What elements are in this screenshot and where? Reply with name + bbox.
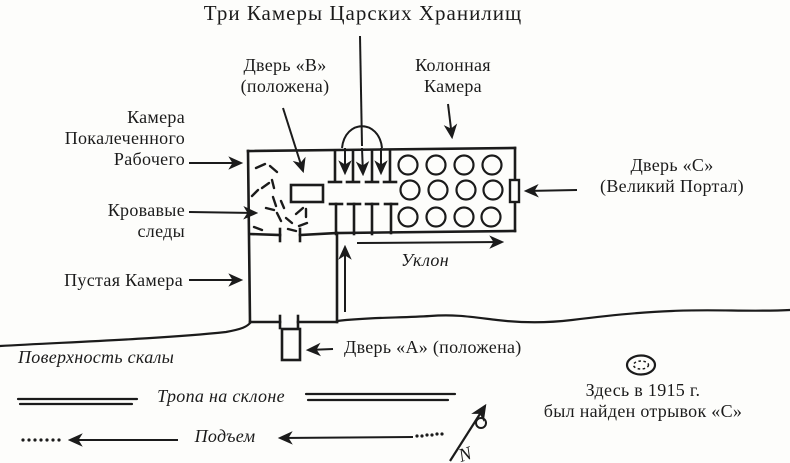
label-line: Покалеченного	[64, 128, 185, 148]
pillar	[455, 179, 477, 201]
door-c-arrow	[523, 184, 578, 198]
label-line: Дверь «C»	[630, 155, 714, 175]
fragment-found-label: Здесь в 1915 г. был найден отрывок «С»	[544, 380, 742, 422]
pillar	[453, 206, 475, 228]
fragment-site-marker	[625, 354, 657, 376]
door-b-label: Дверь «B» (положена)	[241, 55, 330, 97]
blood-trail	[250, 162, 309, 233]
ascent-dots	[21, 432, 444, 442]
slope-right-arrow	[356, 235, 505, 249]
label-line: был найден отрывок «С»	[543, 401, 743, 421]
door-a-label: Дверь «А» (положена)	[344, 337, 522, 357]
door-b-rect	[289, 183, 325, 204]
pillar	[427, 179, 449, 201]
label-line: Камера	[424, 76, 482, 96]
tomb-structure-walls	[246, 146, 517, 330]
ascent-arrow-right	[277, 431, 414, 445]
north-label: N	[455, 443, 476, 463]
label-line: Колонная	[415, 55, 491, 75]
label-line: Камера	[127, 107, 185, 127]
left-wall	[246, 149, 252, 324]
pillar	[397, 206, 419, 228]
column-chamber-arrow	[443, 103, 458, 140]
north-arrow: N	[449, 403, 487, 463]
label-line: Дверь «B»	[243, 55, 327, 75]
pillar	[425, 154, 447, 176]
title-leader-line	[359, 35, 363, 147]
chamber-arrows	[338, 35, 388, 177]
label-line: Рабочего	[113, 149, 185, 169]
door-a-arrow	[305, 342, 334, 357]
ascent-arrows	[67, 431, 414, 447]
bottom-wall-left-a	[248, 232, 282, 237]
path-on-slope-label: Тропа на склоне	[157, 386, 285, 406]
door-b-arrow	[282, 107, 306, 174]
pillar	[480, 206, 502, 228]
label-line: (положена)	[240, 76, 330, 96]
fan-arc	[341, 125, 383, 149]
maimed-worker-chamber-label: Камера Покалеченного Рабочего	[65, 107, 185, 170]
pillar	[453, 154, 475, 176]
rock-surface-line	[0, 308, 790, 348]
north-arrow-loop	[475, 417, 487, 429]
pillar	[397, 154, 419, 176]
north-arrow-line	[449, 403, 487, 462]
bottom-wall-left-b	[298, 231, 339, 237]
label-line: Здесь в 1915 г.	[585, 380, 701, 400]
chamber-arrow	[355, 147, 370, 177]
leader-arrows	[188, 103, 578, 357]
bloody-traces-label: Кровавые следы	[108, 200, 185, 242]
label-line: (Великий Портал)	[600, 176, 744, 196]
column-pillar-grid	[397, 154, 504, 228]
rock-surface-label: Поверхность скалы	[18, 347, 175, 367]
pillar	[399, 179, 421, 201]
slope-arrows	[338, 235, 505, 312]
storeroom-dividers	[327, 148, 399, 236]
diagram-title: Три Камеры Царских Хранилищ	[203, 1, 523, 25]
door-a-rect	[280, 327, 302, 362]
pillar	[425, 206, 447, 228]
slope-label: Уклон	[401, 250, 449, 270]
empty-chamber-label: Пустая Камера	[64, 270, 183, 290]
door-c-rect	[508, 178, 521, 204]
column-chamber-label: Колонная Камера	[415, 55, 491, 97]
label-line: следы	[137, 221, 185, 241]
bloody-traces-arrow	[188, 206, 259, 220]
door-c-label: Дверь «C» (Великий Портал)	[600, 155, 744, 197]
label-line: Кровавые	[107, 200, 185, 220]
pillar	[481, 154, 503, 176]
bottom-wall-right	[335, 229, 517, 235]
pillar	[482, 179, 504, 201]
path-on-slope-lines	[16, 392, 457, 406]
ascent-label: Подъем	[194, 426, 256, 446]
